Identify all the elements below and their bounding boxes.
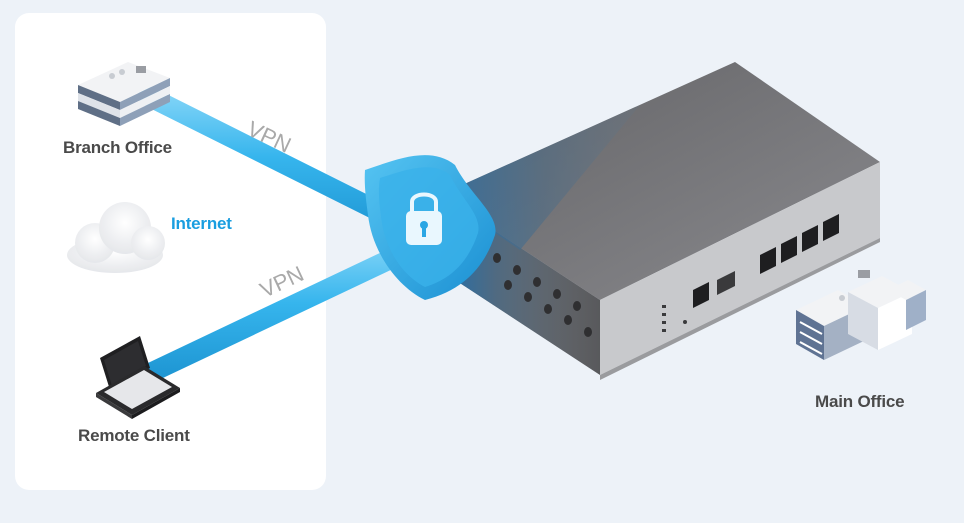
office-buildings-icon [796,270,926,360]
remote-sites-panel [15,13,326,490]
cloud-icon [67,202,165,273]
main-office-label: Main Office [815,392,905,411]
branch-office-label: Branch Office [63,138,172,157]
remote-client-label: Remote Client [78,426,190,445]
laptop-icon [96,336,180,419]
office-building-icon [78,62,170,126]
shield-lock-icon [364,155,496,300]
internet-label: Internet [171,214,232,233]
